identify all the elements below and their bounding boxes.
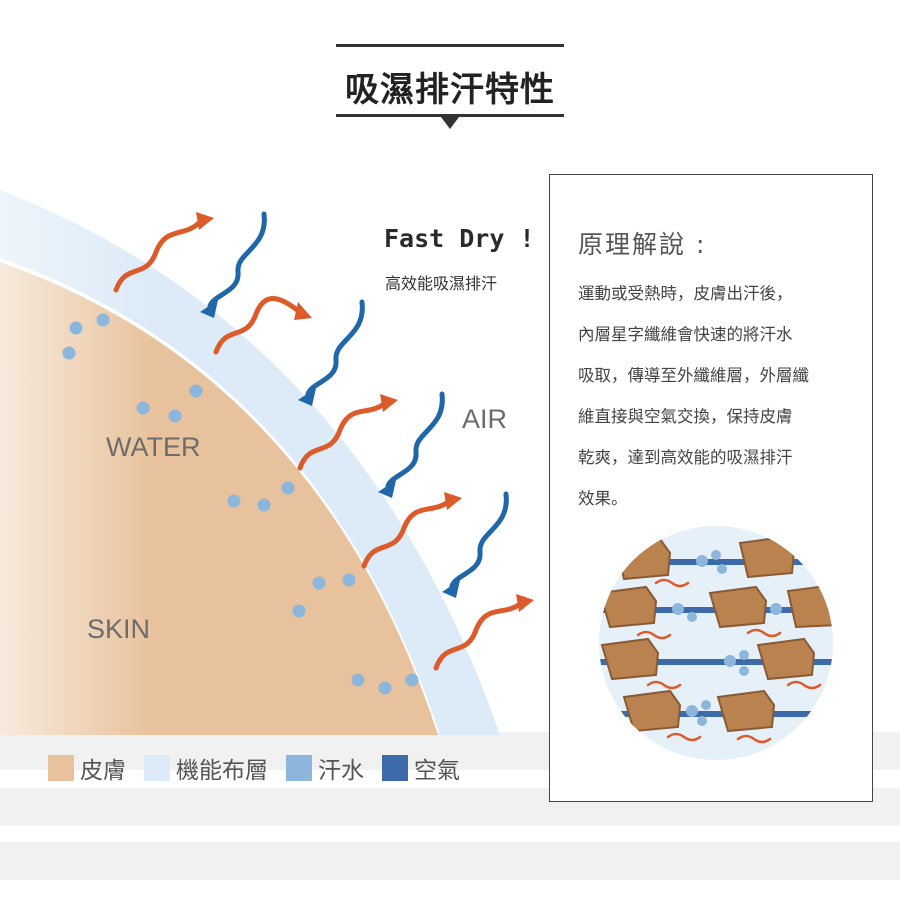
legend: 皮膚 機能布層 汗水 空氣 [48,752,478,784]
panel-line: 運動或受熱時，皮膚出汗後， [578,279,854,320]
skin-label: SKIN [87,614,150,645]
legend-label: 汗水 [318,751,364,785]
fiber-structure-diagram [598,525,834,761]
legend-swatch-skin [48,755,74,781]
legend-swatch-air [382,755,408,781]
fast-dry-heading: Fast Dry ! [384,224,535,253]
panel-heading: 原理解說 : [578,225,706,261]
legend-label: 皮膚 [80,751,126,785]
water-label: WATER [106,432,201,463]
background-stripe [0,842,900,880]
legend-item-skin: 皮膚 [48,751,126,785]
panel-line: 乾爽，達到高效能的吸濕排汗 [578,443,854,484]
legend-swatch-sweat [286,755,312,781]
legend-swatch-fabric [144,755,170,781]
fast-dry-subtitle: 高效能吸濕排汗 [385,270,497,294]
legend-item-sweat: 汗水 [286,751,364,785]
legend-label: 機能布層 [176,751,268,785]
panel-line: 效果。 [578,484,854,525]
panel-line: 內層星字纖維會快速的將汗水 [578,320,854,361]
panel-body: 運動或受熱時，皮膚出汗後， 內層星字纖維會快速的將汗水 吸取，傳導至外纖維層，外… [578,279,854,525]
panel-line: 吸取，傳導至外纖維層，外層纖 [578,361,854,402]
panel-line: 維直接與空氣交換，保持皮膚 [578,402,854,443]
explanation-panel: 原理解說 : 運動或受熱時，皮膚出汗後， 內層星字纖維會快速的將汗水 吸取，傳導… [549,174,873,802]
legend-item-air: 空氣 [382,751,460,785]
air-label: AIR [462,404,507,435]
legend-label: 空氣 [414,751,460,785]
moisture-wicking-illustration [0,0,560,760]
legend-item-fabric: 機能布層 [144,751,268,785]
